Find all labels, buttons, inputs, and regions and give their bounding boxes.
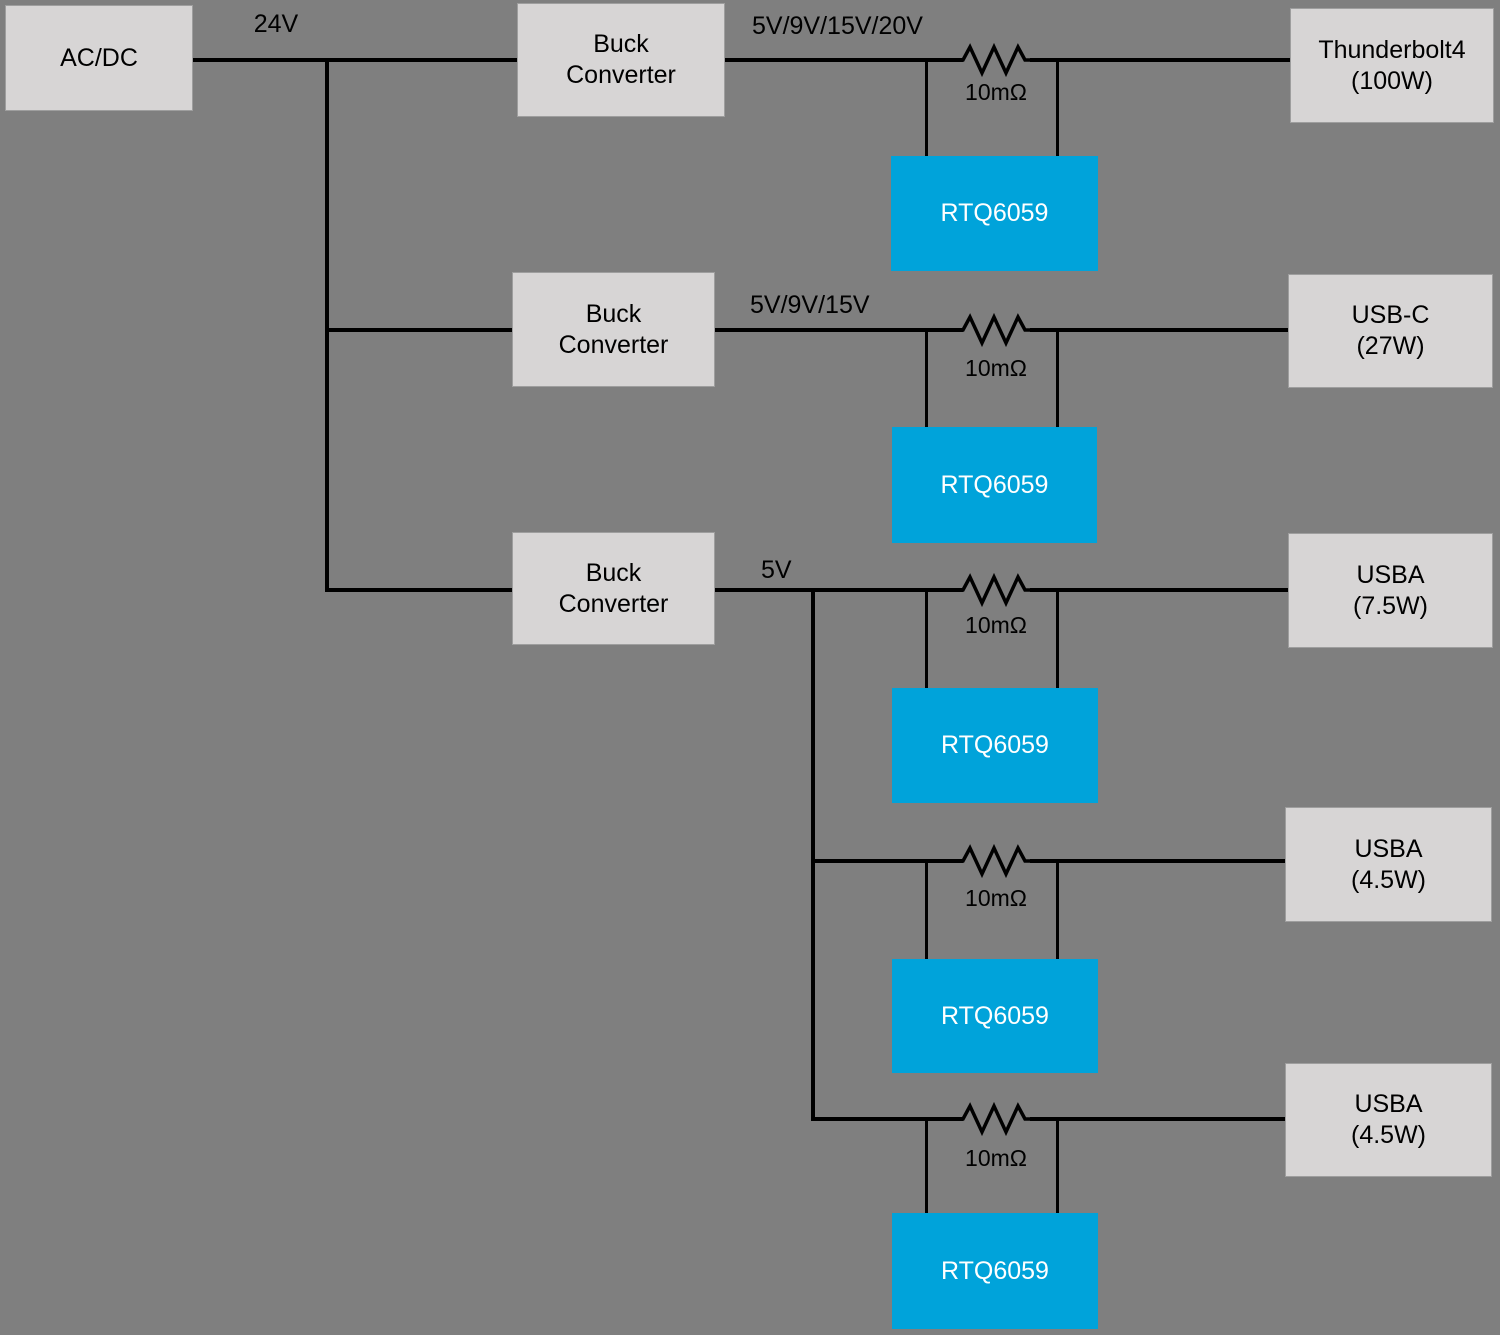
block-rtq6059-4: RTQ6059: [892, 959, 1098, 1073]
resistor-zigzag-icon: [956, 843, 1038, 879]
rtq6059-1-label: RTQ6059: [940, 199, 1049, 227]
wire-24v-bus: [325, 58, 329, 592]
buck1-label-line2: Converter: [566, 61, 676, 89]
load5-name: USBA: [1354, 1090, 1423, 1118]
label-shunt-value-5: 10mΩ: [965, 1145, 1027, 1171]
wire-sense1-right: [1056, 60, 1059, 156]
block-load-usba-4p5w-2: USBA (4.5W): [1285, 1063, 1492, 1177]
label-shunt-value-3: 10mΩ: [965, 612, 1027, 638]
load4-power: (4.5W): [1351, 865, 1426, 894]
wire-rail5-left: [811, 1117, 963, 1121]
label-rail1-voltages: 5V/9V/15V/20V: [752, 12, 923, 40]
rtq6059-2-label: RTQ6059: [940, 470, 1049, 499]
label-rail3-voltage: 5V: [761, 556, 792, 584]
label-input-rail-24v: 24V: [253, 10, 299, 38]
wire-sense2-left: [925, 330, 928, 427]
rtq6059-4-label: RTQ6059: [941, 1001, 1049, 1030]
wire-rail5-right: [1030, 1117, 1285, 1121]
resistor-zigzag-icon: [956, 572, 1038, 608]
block-rtq6059-2: RTQ6059: [892, 427, 1097, 543]
wire-rail4-right: [1030, 859, 1285, 863]
load2-power: (27W): [1356, 332, 1425, 360]
buck1-label-line1: Buck: [593, 30, 649, 58]
wire-sense4-right: [1056, 861, 1059, 959]
buck3-label-line2: Converter: [558, 589, 669, 618]
wire-rail2-right: [1030, 328, 1288, 332]
buck3-label-line1: Buck: [585, 558, 642, 587]
block-acdc: AC/DC: [5, 5, 193, 111]
block-rtq6059-1: RTQ6059: [891, 156, 1098, 271]
block-rtq6059-3: RTQ6059: [892, 688, 1098, 803]
wire-sense4-left: [925, 861, 928, 959]
load3-power: (7.5W): [1353, 591, 1428, 620]
block-load-usba-7p5w: USBA (7.5W): [1288, 533, 1493, 648]
load1-name: Thunderbolt4: [1318, 35, 1466, 64]
rtq6059-3-label: RTQ6059: [941, 731, 1049, 759]
load1-power: (100W): [1351, 66, 1433, 95]
wire-sense3-right: [1056, 590, 1059, 688]
label-shunt-value-2: 10mΩ: [965, 355, 1027, 381]
load4-name: USBA: [1354, 834, 1423, 863]
rtq6059-5-label: RTQ6059: [941, 1256, 1049, 1285]
wire-sense2-right: [1056, 330, 1059, 427]
buck2-label-line2: Converter: [558, 330, 669, 359]
wire-rail4-left: [811, 859, 963, 863]
block-load-usbc: USB-C (27W): [1288, 274, 1493, 388]
wire-rail1-right: [1030, 58, 1290, 62]
load2-name: USB-C: [1351, 301, 1430, 329]
label-rail2-voltages: 5V/9V/15V: [750, 291, 870, 319]
block-acdc-label: AC/DC: [60, 43, 138, 72]
resistor-zigzag-icon: [956, 1101, 1038, 1137]
load3-name: USBA: [1356, 560, 1425, 589]
resistor-zigzag-icon: [956, 312, 1038, 348]
wire-sense5-right: [1056, 1119, 1059, 1213]
shunt-resistor-2: [956, 312, 1038, 348]
shunt-resistor-1: [956, 42, 1038, 78]
shunt-resistor-3: [956, 572, 1038, 608]
buck2-label-line1: Buck: [585, 299, 642, 328]
wire-5v-branch-bus: [811, 588, 815, 1121]
wire-sense5-left: [925, 1119, 928, 1213]
wire-sense3-left: [925, 590, 928, 688]
resistor-zigzag-icon: [956, 42, 1038, 78]
label-shunt-value-4: 10mΩ: [965, 885, 1027, 911]
block-rtq6059-5: RTQ6059: [892, 1213, 1098, 1329]
wire-rail3-right: [1030, 588, 1288, 592]
wire-sense1-left: [925, 60, 928, 156]
shunt-resistor-4: [956, 843, 1038, 879]
block-load-thunderbolt4: Thunderbolt4 (100W): [1290, 8, 1494, 123]
label-shunt-value-1: 10mΩ: [965, 79, 1027, 105]
block-load-usba-4p5w-1: USBA (4.5W): [1285, 807, 1492, 922]
shunt-resistor-5: [956, 1101, 1038, 1137]
block-buck-converter-1: Buck Converter: [517, 3, 725, 117]
load5-power: (4.5W): [1351, 1121, 1426, 1149]
block-buck-converter-3: Buck Converter: [512, 532, 715, 645]
block-buck-converter-2: Buck Converter: [512, 272, 715, 387]
